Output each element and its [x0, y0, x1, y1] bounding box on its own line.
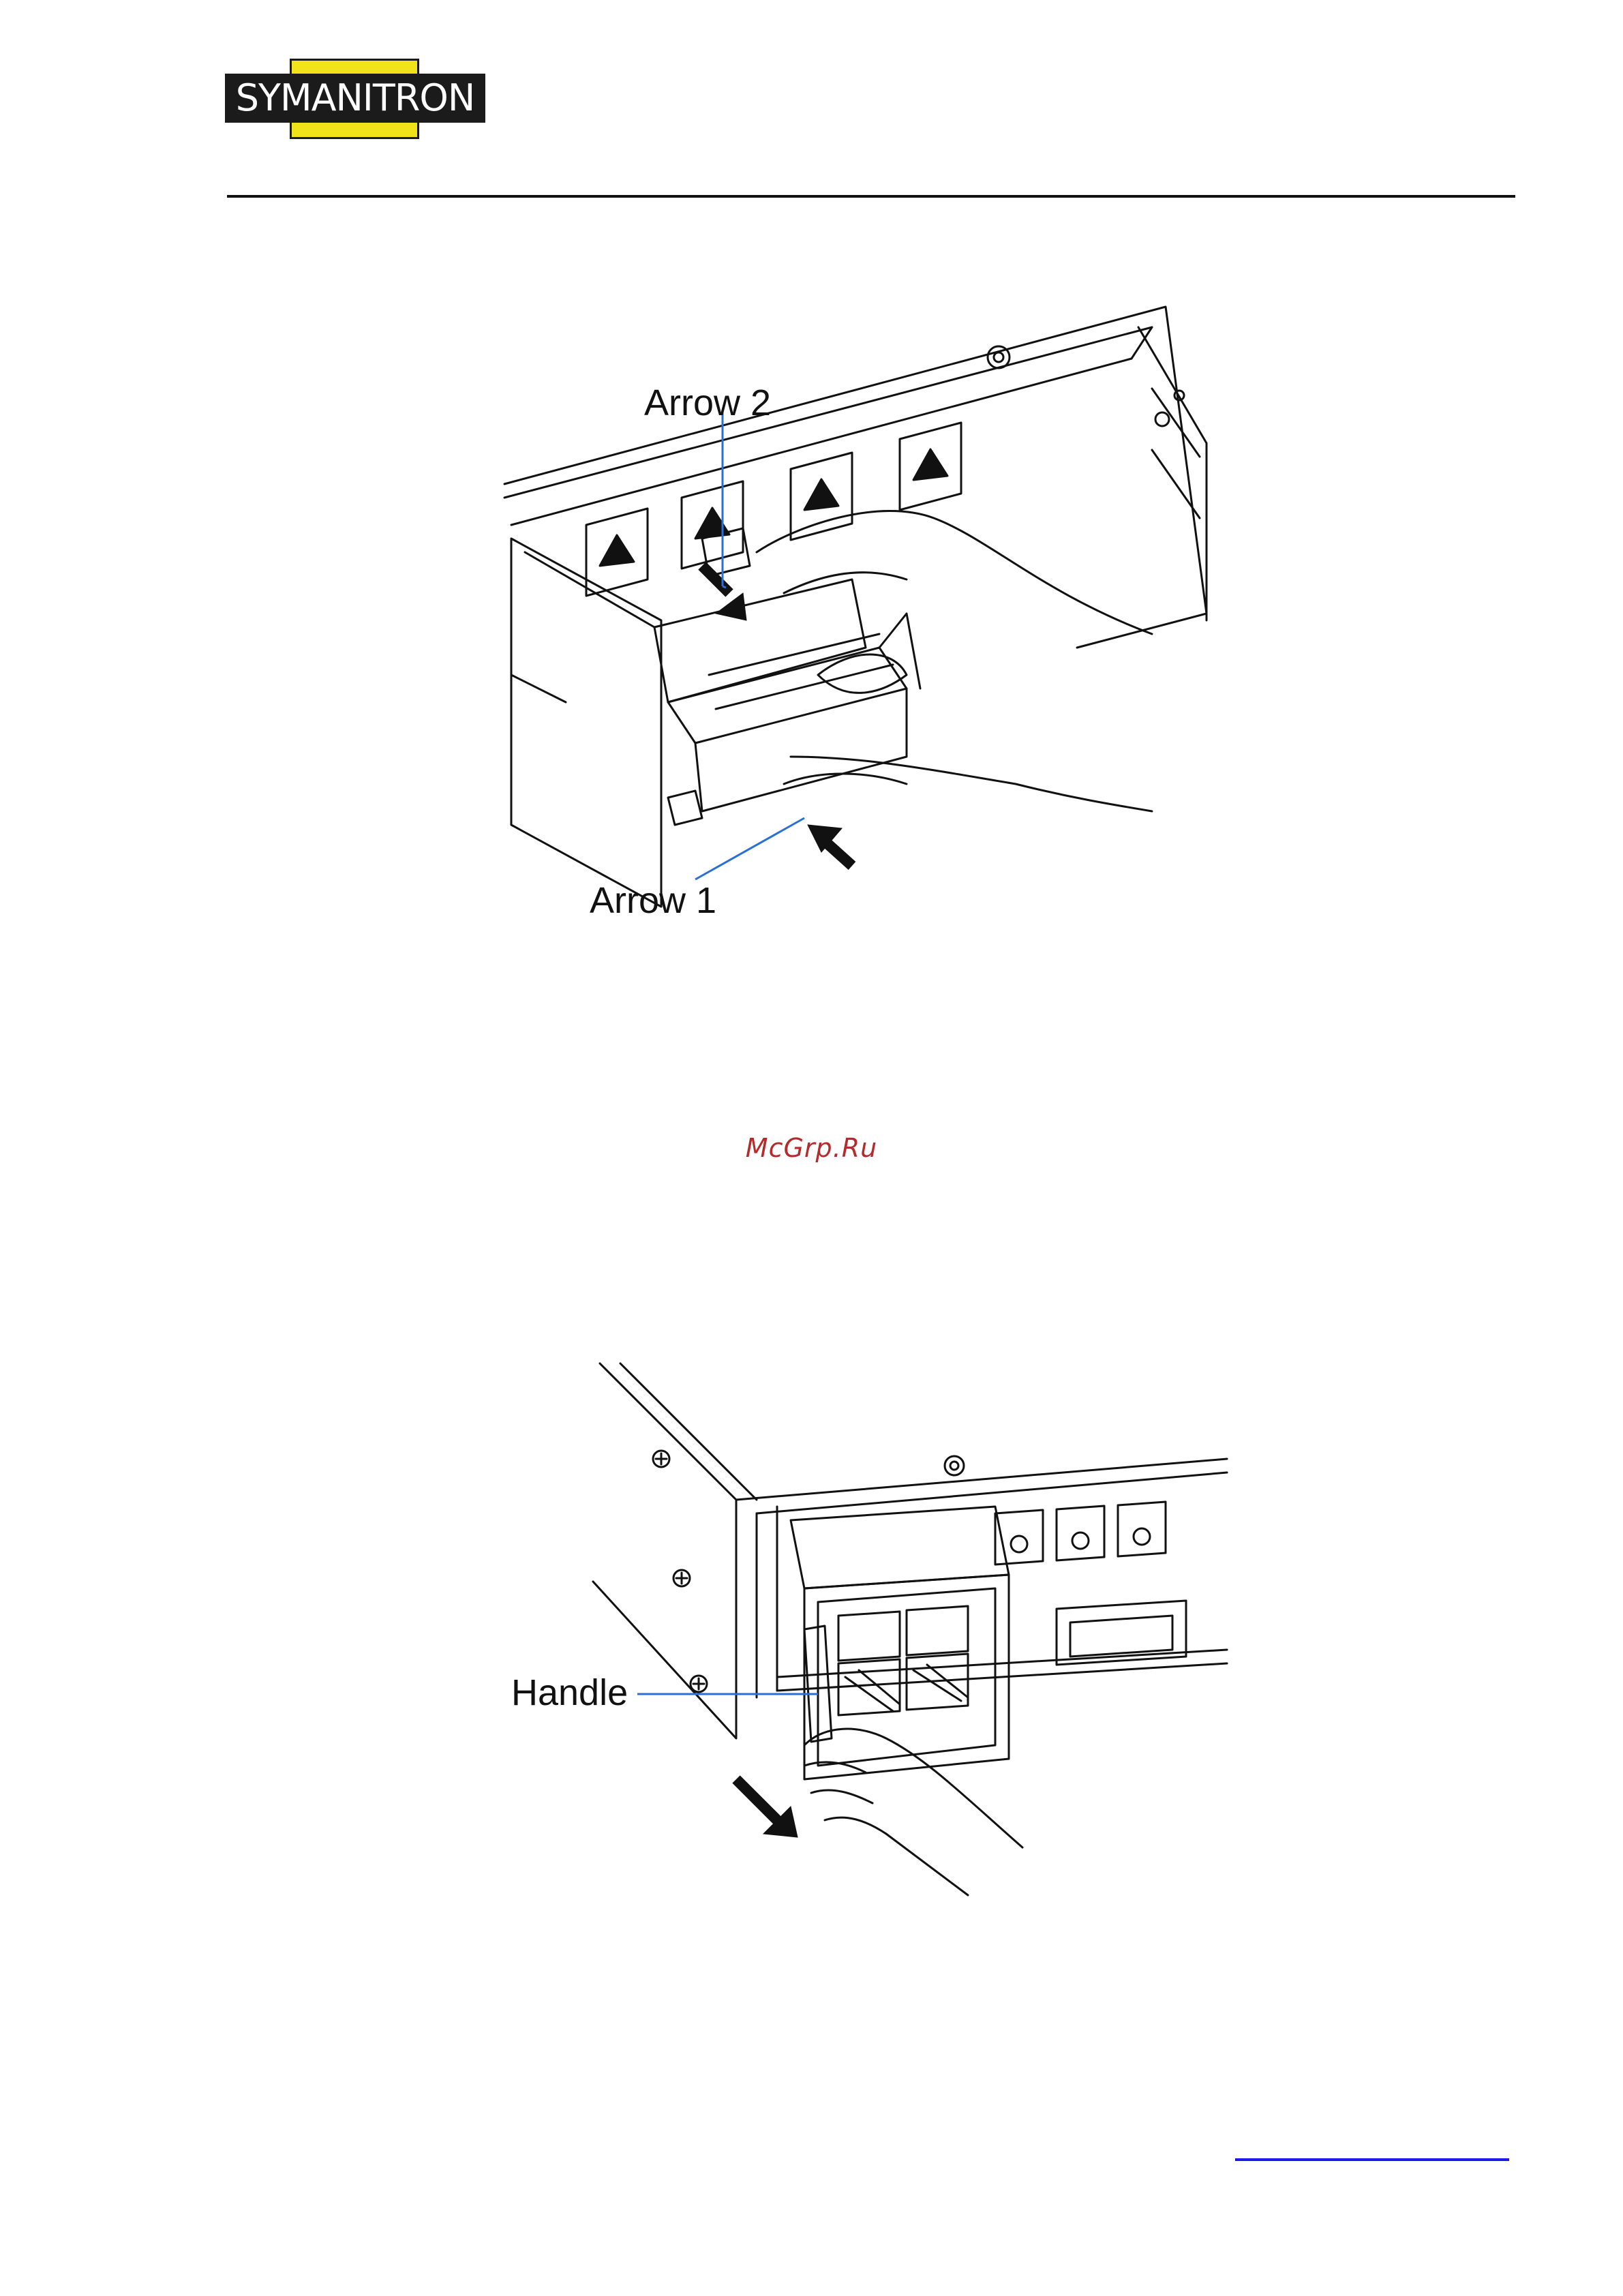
module-latch-illustration — [498, 293, 1220, 941]
header-divider — [227, 195, 1515, 198]
figure-module-latch-release: Arrow 2 Arrow 1 — [498, 293, 1220, 941]
callout-arrow-2: Arrow 2 — [644, 382, 771, 424]
footer-link-underline[interactable] — [1235, 2158, 1509, 2161]
brand-logo: SYMANITRON — [225, 59, 487, 139]
callout-arrow-1: Arrow 1 — [590, 879, 716, 922]
figure-module-handle-removal: Handle — [504, 1357, 1234, 1902]
module-handle-illustration — [504, 1357, 1234, 1902]
logo-wordmark: SYMANITRON — [225, 74, 485, 123]
callout-handle: Handle — [511, 1672, 628, 1714]
watermark: McGrp.Ru — [0, 1133, 1623, 1163]
